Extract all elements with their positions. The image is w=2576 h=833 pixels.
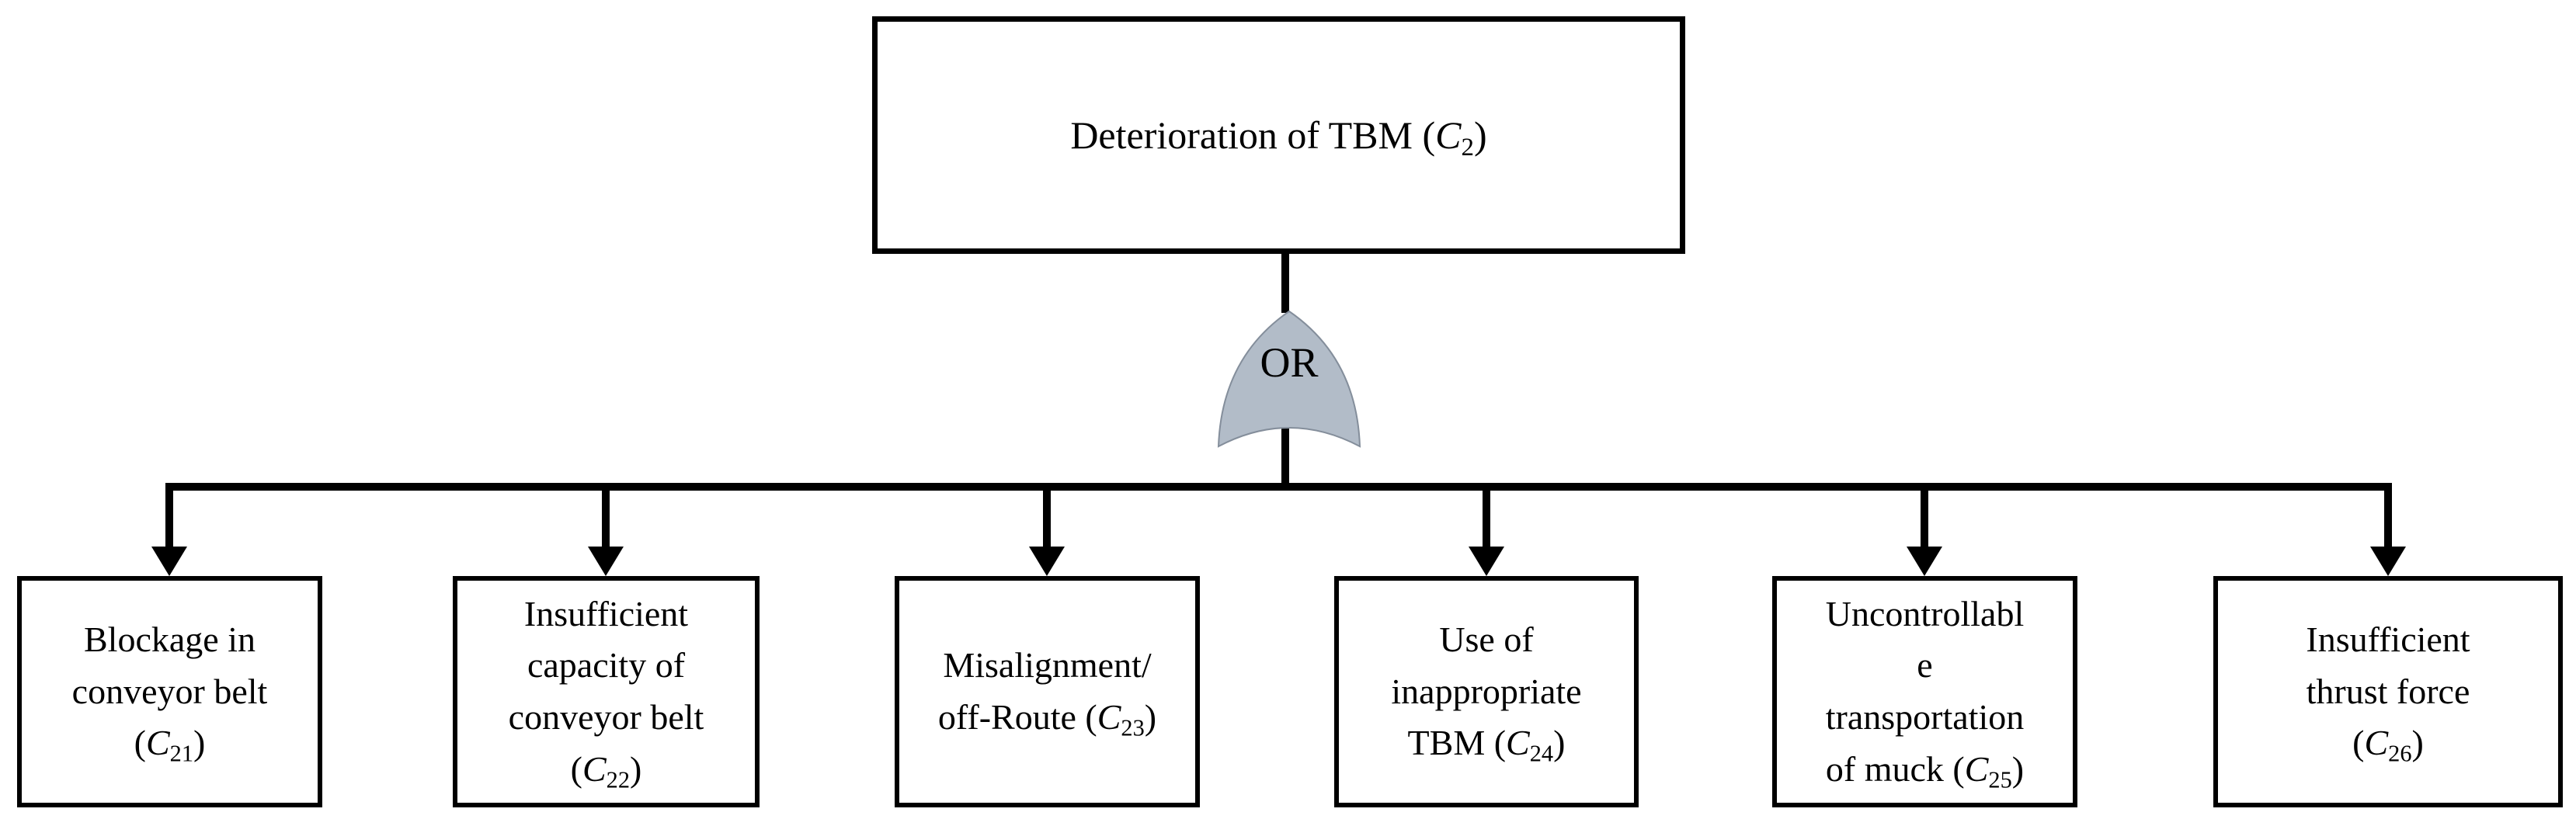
connector-drop-4 (1483, 491, 1490, 550)
label-line: conveyor belt (71, 671, 268, 711)
connector-drop-6 (2384, 491, 2392, 550)
label-line: transportation (1825, 697, 2025, 737)
node-blockage-in-conveyor-belt: Blockage in conveyor belt (C21) (17, 576, 322, 807)
label-line: Use of (1439, 619, 1534, 659)
label-line: (C21) (134, 723, 206, 767)
arrow-down-icon-5 (1907, 547, 1942, 576)
label-line: Uncontrollabl (1825, 593, 2025, 633)
node-label: Blockage in conveyor belt (C21) (72, 614, 268, 769)
label-line: thrust force (2306, 671, 2470, 711)
label-line: Insufficient (2306, 619, 2470, 659)
label-line: off-Route (C23) (937, 697, 1157, 741)
connector-drop-5 (1921, 491, 1928, 550)
label-line: capacity of (527, 645, 686, 685)
node-label: Misalignment/off-Route (C23) (938, 640, 1156, 743)
connector-drop-2 (602, 491, 610, 550)
arrow-down-icon-6 (2370, 547, 2406, 576)
or-gate-label: OR (1260, 339, 1319, 386)
or-gate-shape (1217, 310, 1361, 448)
label-line: Blockage in (83, 619, 256, 659)
label-line: e (1917, 645, 1933, 685)
label-line: Insufficient (523, 593, 689, 633)
label-line: inappropriate (1391, 671, 1582, 711)
label-line: of muck (C25) (1825, 748, 2025, 793)
node-label: Uncontrollabl e transportation of muck (C25… (1826, 588, 2025, 796)
label-line: (C26) (2352, 723, 2424, 767)
connector-drop-1 (165, 491, 173, 550)
connector-drop-3 (1043, 491, 1051, 550)
node-deterioration-of-tbm: Deterioration of TBM (C2) (872, 16, 1685, 254)
root-node-label: Deterioration of TBM (C2) (1070, 113, 1487, 162)
label-line: (C22) (570, 748, 642, 793)
node-insufficient-thrust-force: Insufficient thrust force (C26) (2213, 576, 2563, 807)
arrow-down-icon-2 (588, 547, 624, 576)
node-label: Insufficient thrust force (C26) (2306, 614, 2470, 769)
arrow-down-icon-3 (1029, 547, 1065, 576)
node-insufficient-capacity-of-conveyor-belt: Insufficient capacity of conveyor belt (C22… (453, 576, 760, 807)
connector-root-to-gate (1281, 254, 1289, 313)
arrow-down-icon-1 (151, 547, 187, 576)
or-gate-icon (1217, 310, 1361, 448)
node-label: Insufficient capacity of conveyor belt (C22… (509, 588, 704, 796)
arrow-down-icon-4 (1469, 547, 1504, 576)
node-uncontrollable-transportation-of-muck: Uncontrollabl e transportation of muck (C25… (1772, 576, 2077, 807)
label-line: Misalignment/ (943, 645, 1152, 685)
node-misalignment-off-route: Misalignment/off-Route (C23) (895, 576, 1200, 807)
label-line: conveyor belt (508, 697, 704, 737)
connector-rail (165, 483, 2392, 491)
label-line: TBM (C24) (1407, 723, 1566, 767)
connector-gate-to-rail (1281, 427, 1289, 491)
